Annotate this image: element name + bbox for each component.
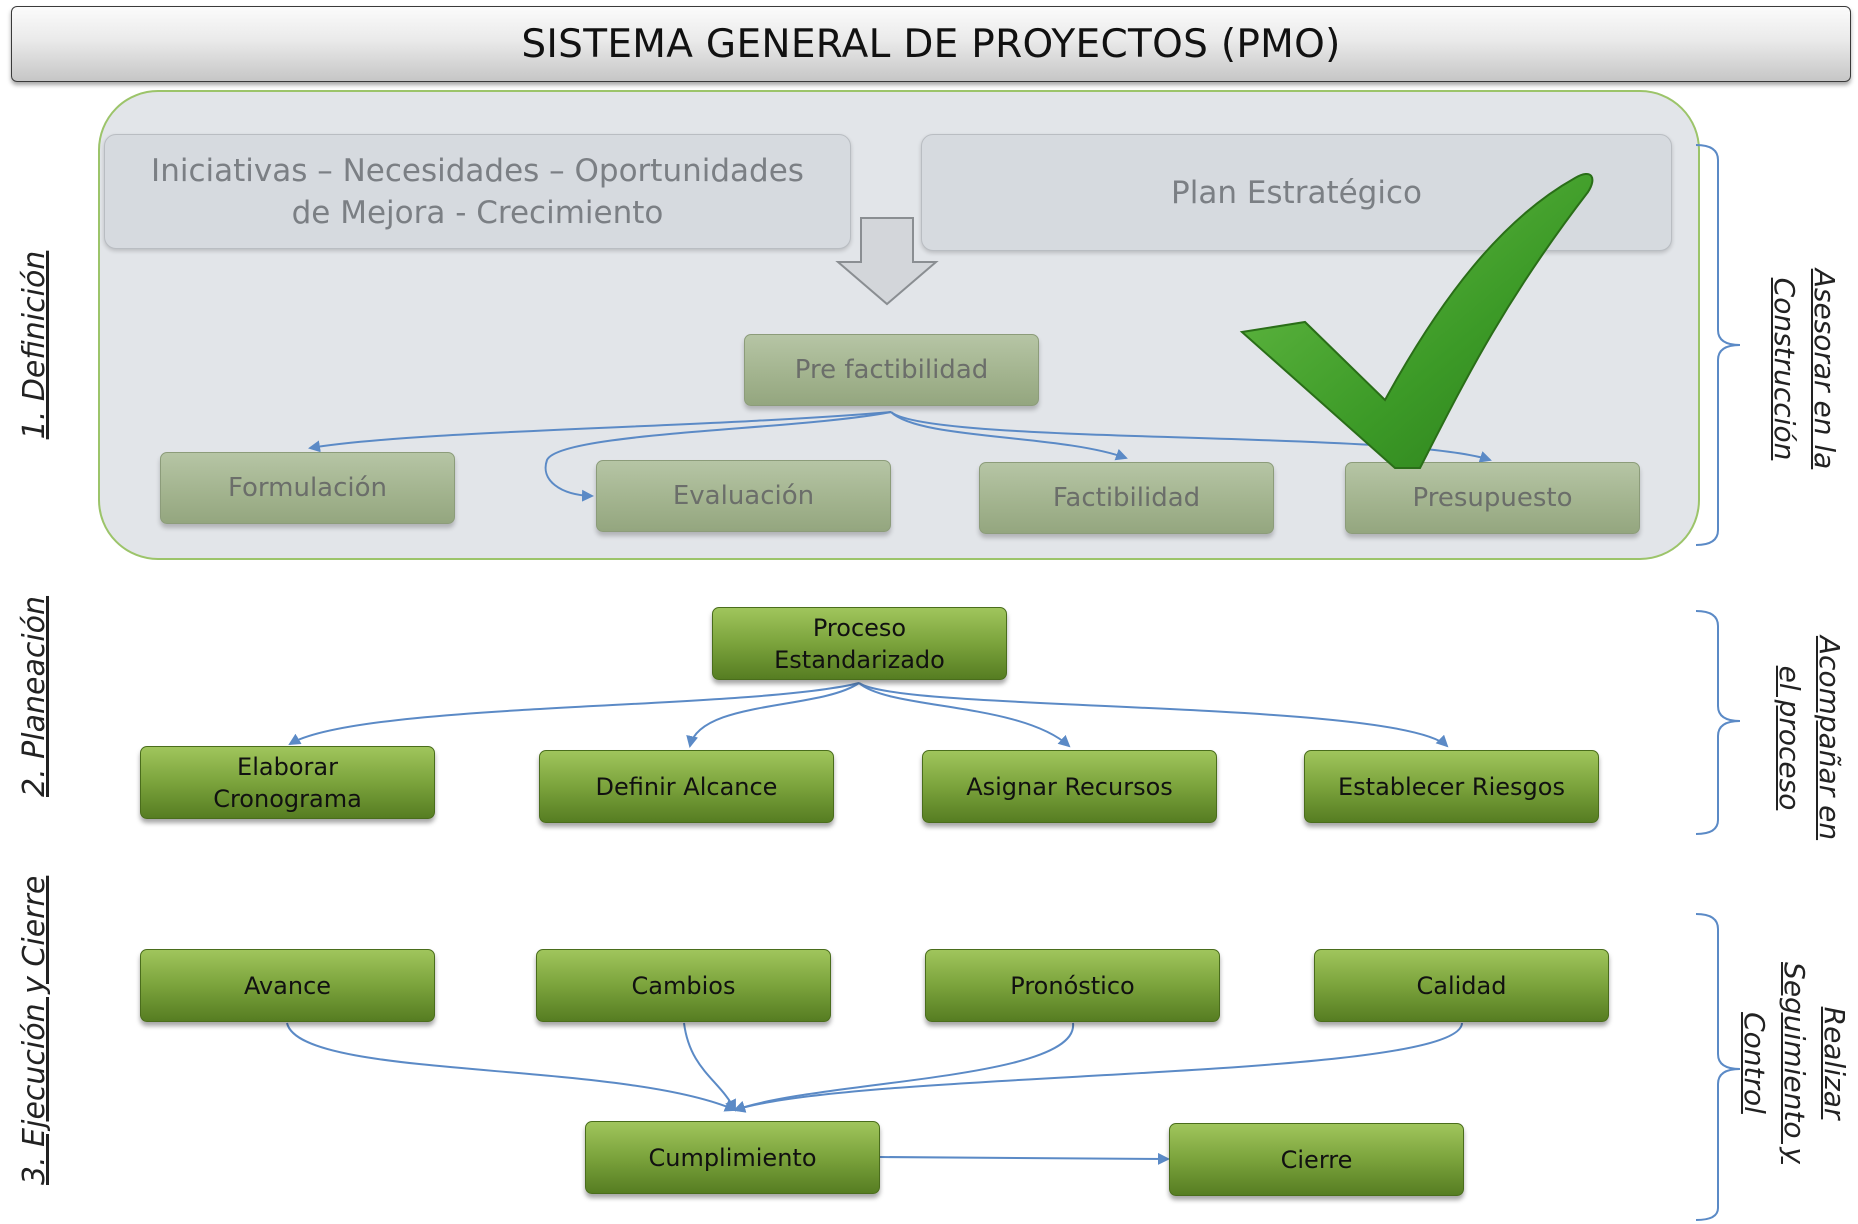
node-pronostico: Pronóstico <box>925 949 1220 1022</box>
connector-cronograma <box>288 682 860 746</box>
side-label-seguimiento: Realizar Seguimiento y Control <box>1738 962 1851 1164</box>
brace-planning <box>1695 610 1741 835</box>
connector-cumplimiento-cierre <box>879 1152 1170 1165</box>
connector-evaluacion <box>544 411 892 502</box>
phase-label-ejecucion: 3. Ejecución y Cierre <box>17 875 52 1185</box>
node-cumplimiento: Cumplimiento <box>585 1121 880 1194</box>
connector-riesgos <box>858 682 1449 748</box>
phase-label-definicion: 1. Definición <box>17 250 52 440</box>
connector-pronostico <box>733 1022 1075 1113</box>
connector-calidad <box>733 1022 1463 1113</box>
diagram-title: SISTEMA GENERAL DE PROYECTOS (PMO) <box>11 6 1851 82</box>
connector-recursos <box>858 682 1071 748</box>
phase-label-planeacion: 2. Planeación <box>17 595 52 797</box>
node-avance: Avance <box>140 949 435 1022</box>
node-establecer-riesgos: Establecer Riesgos <box>1304 750 1599 823</box>
node-proceso-estandarizado: Proceso Estandarizado <box>712 607 1007 680</box>
initiatives-box: Iniciativas – Necesidades – Oportunidade… <box>104 134 851 249</box>
side-label-acompanar: Acompañar en el proceso <box>1773 635 1846 841</box>
node-presupuesto: Presupuesto <box>1345 462 1640 534</box>
connector-formulacion <box>308 411 892 453</box>
brace-execution <box>1695 913 1741 1221</box>
side-label-asesorar: Asesorar en la Construcción <box>1768 268 1841 470</box>
node-evaluacion: Evaluación <box>596 460 891 532</box>
connector-cambios <box>683 1022 736 1112</box>
node-cambios: Cambios <box>536 949 831 1022</box>
brace-definition <box>1695 144 1741 546</box>
node-asignar-recursos: Asignar Recursos <box>922 750 1217 823</box>
connector-alcance <box>686 682 860 748</box>
connector-presupuesto <box>890 411 1492 463</box>
node-pre-factibilidad: Pre factibilidad <box>744 334 1039 406</box>
node-formulacion: Formulación <box>160 452 455 524</box>
connector-factibilidad <box>890 411 1128 461</box>
node-factibilidad: Factibilidad <box>979 462 1274 534</box>
node-calidad: Calidad <box>1314 949 1609 1022</box>
node-cierre: Cierre <box>1169 1123 1464 1196</box>
connector-avance <box>286 1022 737 1112</box>
down-arrow-icon <box>835 217 939 306</box>
node-definir-alcance: Definir Alcance <box>539 750 834 823</box>
node-elaborar-cronograma: Elaborar Cronograma <box>140 746 435 819</box>
